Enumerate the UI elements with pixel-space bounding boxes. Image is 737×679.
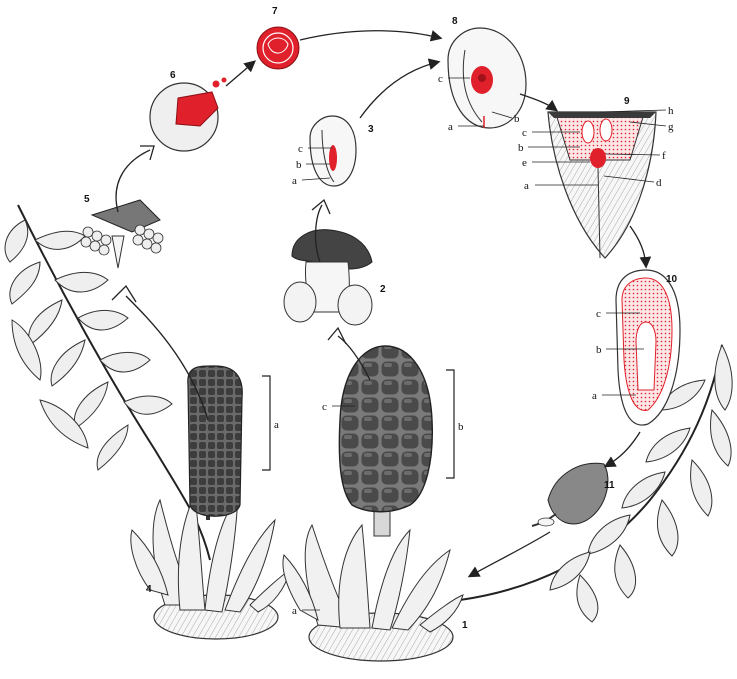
label-base-a: a bbox=[292, 605, 297, 617]
label-cone-a: a bbox=[274, 419, 279, 431]
stage-9-number: 9 bbox=[624, 96, 630, 107]
label-s9-c: c bbox=[522, 127, 527, 139]
stage-4-number: 4 bbox=[146, 584, 152, 595]
left-frond bbox=[5, 205, 210, 560]
label-s9-e: e bbox=[522, 157, 527, 169]
stage-5-number: 5 bbox=[84, 194, 90, 205]
young-ovule bbox=[310, 116, 356, 186]
stage-11-number: 11 bbox=[604, 480, 615, 491]
germinating-seed bbox=[532, 463, 608, 526]
bracket-b bbox=[446, 370, 454, 478]
label-s9-g: g bbox=[668, 121, 674, 133]
stage-2-number: 2 bbox=[380, 284, 386, 295]
stage-6-number: 6 bbox=[170, 70, 176, 81]
stage-1-number: 1 bbox=[462, 620, 468, 631]
megasporophyll bbox=[284, 230, 372, 325]
label-s9-b: b bbox=[518, 142, 524, 154]
label-s10-a: a bbox=[592, 390, 597, 402]
label-s10-b: b bbox=[596, 344, 602, 356]
label-s9-d: d bbox=[656, 177, 662, 189]
stage-8-number: 8 bbox=[452, 16, 458, 27]
microsporophyll bbox=[81, 200, 163, 268]
stage-7-number: 7 bbox=[272, 6, 278, 17]
label-s9-a: a bbox=[524, 180, 529, 192]
label-cone-c: c bbox=[322, 401, 327, 413]
stage-10-number: 10 bbox=[666, 274, 678, 285]
bracket-a bbox=[262, 376, 270, 470]
label-s10-c: c bbox=[596, 308, 601, 320]
label-s9-h: h bbox=[668, 105, 674, 117]
label-s8-a: a bbox=[448, 121, 453, 133]
label-s3-c: c bbox=[298, 143, 303, 155]
label-s3-b: b bbox=[296, 159, 302, 171]
pollen-grain bbox=[257, 27, 299, 69]
female-plant-base bbox=[283, 498, 463, 661]
label-cone-b: b bbox=[458, 421, 464, 433]
label-s9-f: f bbox=[662, 150, 666, 162]
stage-3-number: 3 bbox=[368, 124, 374, 135]
label-s3-a: a bbox=[292, 175, 297, 187]
microsporangium bbox=[150, 78, 227, 152]
label-s8-c: c bbox=[438, 73, 443, 85]
female-cone bbox=[339, 346, 432, 512]
label-s8-b: b bbox=[514, 113, 520, 125]
